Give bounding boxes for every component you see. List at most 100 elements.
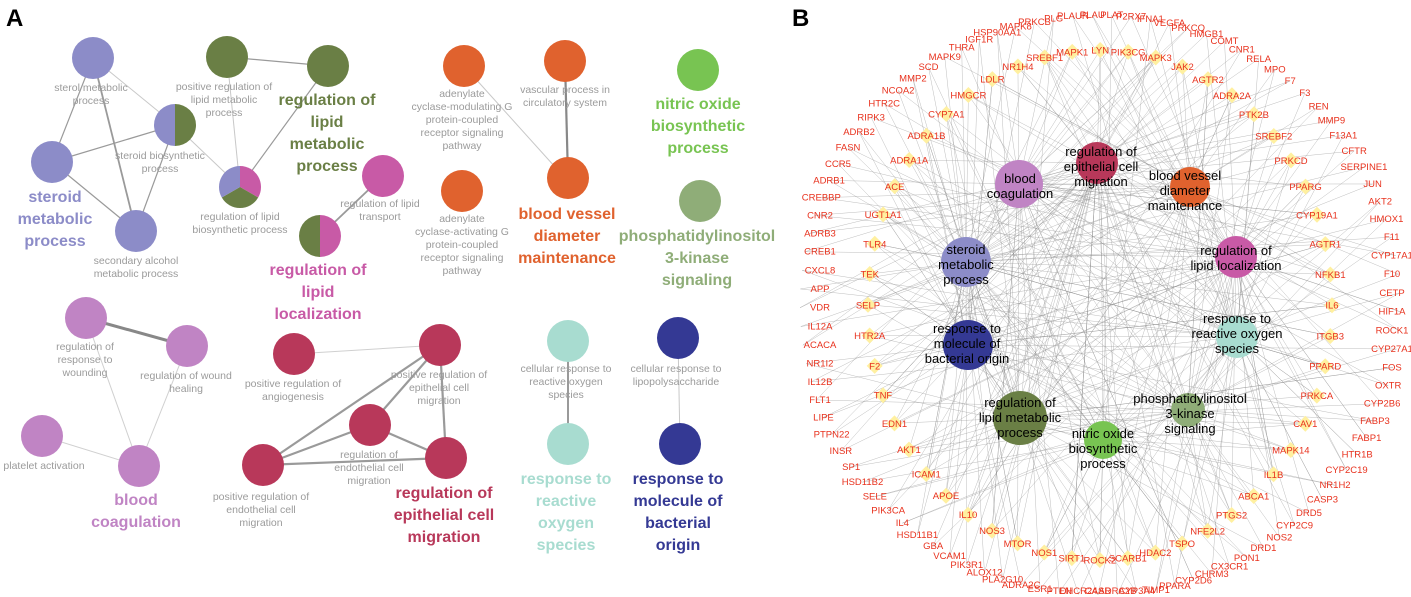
big-ros-2: reactive [536,493,597,510]
network-edge [945,344,969,496]
gene-label-outer: CYP17A1 [1371,251,1411,262]
network-edge [946,113,1104,441]
network-edge [1211,256,1237,575]
network-edge [965,49,1101,263]
network-edge [912,78,969,346]
network-edge [965,261,1003,580]
lbl-cellros-3: species [548,389,584,401]
network-edge [1018,183,1331,275]
gene-label-inner: ACE [885,182,905,193]
network-edge [917,261,967,536]
hubtxt-nitric-3: process [1080,456,1126,471]
network-edge [1235,218,1387,258]
gene-label-outer: HMOX1 [1370,214,1404,225]
gene-diamond [1245,106,1262,123]
network-edge [1018,183,1041,590]
network-edge [917,344,969,536]
gene-diamond [1265,466,1282,483]
gene-label-outer: SCD [918,62,938,73]
network-edge [814,215,1237,258]
network-edge [837,163,1237,258]
big-vessel-2: diameter [534,228,601,245]
lbl-liptrans-2: transport [359,211,401,223]
network-edge [1002,162,1098,580]
network-edge [984,162,1098,573]
network-edge [1019,106,1319,419]
network-edge [874,243,1189,411]
gene-label-outer: REN [1309,101,1329,112]
gene-label-inner: APOE [933,491,959,502]
network-edge [894,186,1104,441]
network-edge [1096,162,1230,567]
node-blood-coagulation [118,445,160,487]
network-edge [1102,423,1306,441]
node-steroid-metabolic [31,141,73,183]
hubtxt-ros-1: response to [1203,311,1271,326]
network-edge [965,95,969,263]
network-edge [1071,162,1098,559]
network-edge [1019,51,1129,419]
big-steroid-3: process [24,233,85,250]
gene-label-inner: TEK [860,270,879,281]
network-edge [874,256,1237,367]
gene-label-outer: CNR1 [1229,44,1255,55]
lbl-angio-2: angiogenesis [262,391,324,403]
network-edge [874,186,1191,367]
gene-diamond [938,487,955,504]
network-edge [1017,66,1238,338]
gene-label-inner: ADRA1B [907,131,945,142]
network-edge [991,256,1237,531]
gene-label-outer: ESR1 [1028,584,1053,595]
network-edge [1189,69,1276,188]
gene-label-outer: CXCL8 [805,265,836,276]
lbl-posendo-2: endothelial cell [226,504,295,516]
gene-label-outer: F11 [1384,232,1400,243]
gene-label-outer: IL4 [896,518,909,529]
gene-diamond [886,415,903,432]
gene-diamond [1265,128,1282,145]
gene-diamond [984,71,1001,88]
node-platelet [21,415,63,457]
hub-epithelial [1076,142,1118,184]
node-pos-lipid-metabolic [206,36,248,78]
node-regulation-lipid-metabolic [307,45,349,87]
network-edge [1044,57,1189,411]
big-ros-1: response to [521,471,612,488]
network-edge [1102,439,1213,575]
node-lipid-transport [362,155,404,197]
network-edge [1078,256,1237,595]
hubtxt-lipmet-2: lipid metabolic [979,410,1062,425]
network-edge [862,439,1104,483]
gene-label-inner: TLR4 [863,239,886,250]
network-edge [1059,336,1238,593]
network-edge [961,47,967,263]
network-edge [1187,95,1233,411]
gene-label-inner: PIK3CG [1111,47,1146,58]
network-edge [965,135,1274,263]
network-edge [965,26,1016,263]
network-edge [965,261,1326,367]
network-edge [946,113,1238,338]
gene-label-outer: NR1H2 [1319,480,1350,491]
hubtxt-steroid-1: steroid [946,242,985,257]
hubtxt-bact-1: response to [933,321,1001,336]
panel-label-b: B [792,5,809,32]
gene-diamond [1063,550,1080,567]
gene-diamond [866,357,883,374]
lbl-adenact-2: cyclase-activating G [415,226,509,238]
network-edge [802,183,1020,346]
gene-label-inner: AKT1 [897,445,921,456]
gene-label-outer: PTPN22 [814,429,850,440]
gene-label-inner: MTOR [1004,539,1032,550]
gene-label-outer: RIPK3 [857,113,884,124]
network-edge [1034,21,1191,188]
gene-label-outer: F10 [1384,269,1400,280]
network-edge [1096,120,1332,164]
network-edge [967,114,1255,346]
network-edge [806,363,1021,419]
gene-label-outer: VEGFA [1154,18,1186,29]
network-edge [806,344,969,364]
big-ros-4: species [537,537,596,554]
gene-diamond [1064,43,1081,60]
gene-diamond [1036,49,1053,66]
